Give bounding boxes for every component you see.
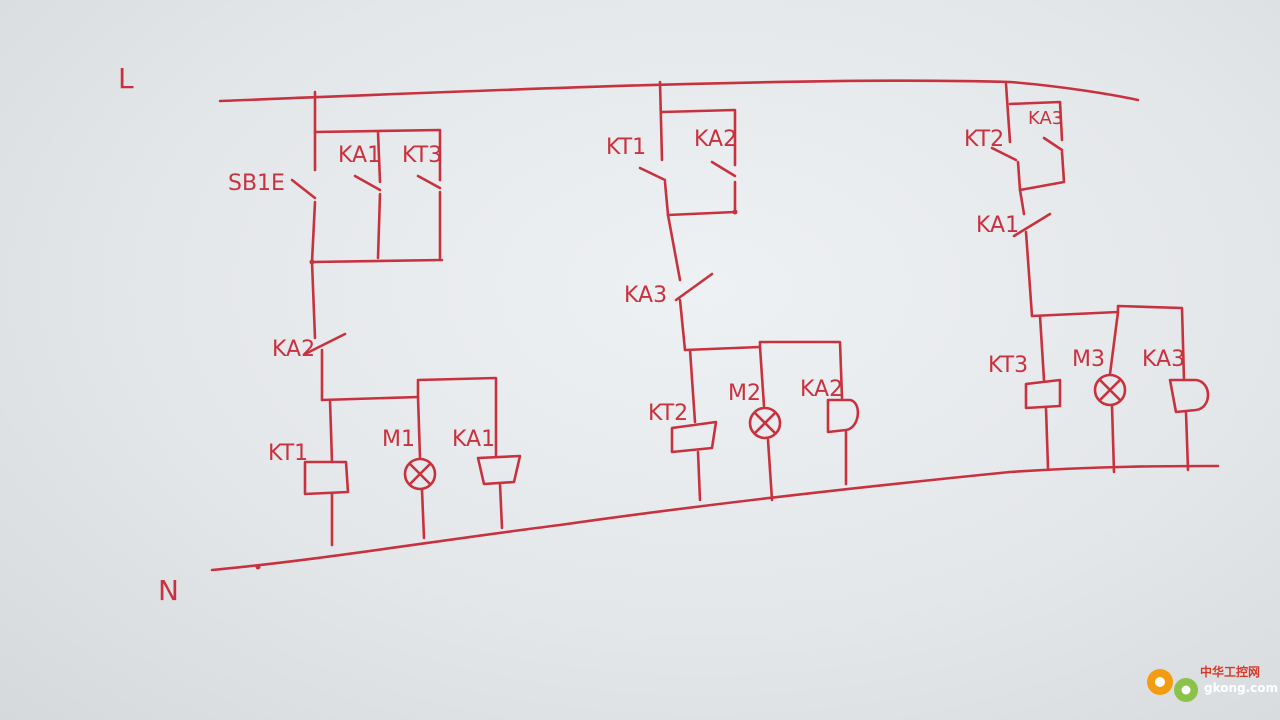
relay-coil-3: [1168, 378, 1210, 472]
lamp-1-label: M1: [382, 427, 415, 452]
timer-coil-2: [670, 348, 718, 502]
relay-coil-2-label: KA2: [800, 377, 843, 402]
hold-branch: [313, 128, 442, 260]
junction-dot-2: [732, 209, 738, 215]
hold-contact-1-label: KA1: [338, 143, 381, 168]
timer-coil-1: [303, 398, 350, 547]
interlock-contact-2-label: KA3: [624, 283, 667, 308]
timer-contact-label: KT1: [606, 135, 646, 160]
timer-coil-3-label: KT3: [988, 353, 1028, 378]
timer-contact-3-label: KT2: [964, 127, 1004, 152]
lamp-3-label: M3: [1072, 347, 1105, 372]
timer-coil-2-label: KT2: [648, 401, 688, 426]
output-bus-3: [1030, 304, 1186, 382]
timer-contact-3: [990, 82, 1066, 192]
output-bus: [320, 376, 498, 457]
rung-1: SB1E KA1 KT3 KA2 KT1 M1 KA1: [228, 90, 522, 547]
start-contact: [290, 90, 317, 264]
neutral-rail: [210, 464, 1220, 572]
watermark-en: gkong.com: [1204, 681, 1278, 695]
interlock-contact-2: [666, 213, 714, 352]
watermark: 中华工控网 gkong.com: [1147, 664, 1278, 702]
hold-contact-2-label: KT3: [402, 143, 442, 168]
interlock-contact-label: KA2: [272, 337, 315, 362]
lamp-1-cross: [408, 462, 432, 486]
neutral-dot: [255, 564, 261, 570]
relay-coil-1-label: KA1: [452, 427, 495, 452]
timer-contact: [638, 80, 737, 217]
interlock-contact-3-label: KA1: [976, 213, 1019, 238]
lamp-1-wire: [416, 395, 426, 540]
watermark-cn: 中华工控网: [1200, 664, 1260, 679]
output-bus-2: [683, 340, 844, 400]
timer-coil-1-label: KT1: [268, 441, 308, 466]
relay-coil-2: [826, 398, 860, 486]
line-rail: [218, 79, 1140, 103]
line-rail-label: L: [118, 62, 134, 95]
hold-contact-rung2-label: KA2: [694, 127, 737, 152]
lamp-2-label: M2: [728, 381, 761, 406]
start-contact-label: SB1E: [228, 171, 285, 196]
hold-contact-rung3-label: KA3: [1028, 108, 1063, 129]
neutral-rail-label: N: [158, 574, 179, 607]
interlock-contact-3: [1012, 188, 1052, 318]
relay-coil-3-label: KA3: [1142, 347, 1185, 372]
lamp-3-cross: [1098, 378, 1122, 402]
lamp-2: [748, 406, 782, 440]
rung-2: KT1 KA2 KA3 KT2 M2 KA2: [606, 80, 860, 502]
lamp-2-wire: [758, 345, 774, 502]
lamp-2-cross: [753, 411, 777, 435]
rung-3: KT2 KA3 KA1 KT3 M3 KA3: [964, 82, 1210, 474]
junction-bus: [310, 258, 444, 264]
timer-coil-3: [1024, 314, 1062, 470]
lamp-3: [1093, 373, 1127, 407]
lamp-3-wire: [1108, 310, 1120, 474]
interlock-contact: [303, 260, 347, 402]
lamp-1: [403, 457, 437, 491]
relay-coil-1: [476, 454, 522, 530]
